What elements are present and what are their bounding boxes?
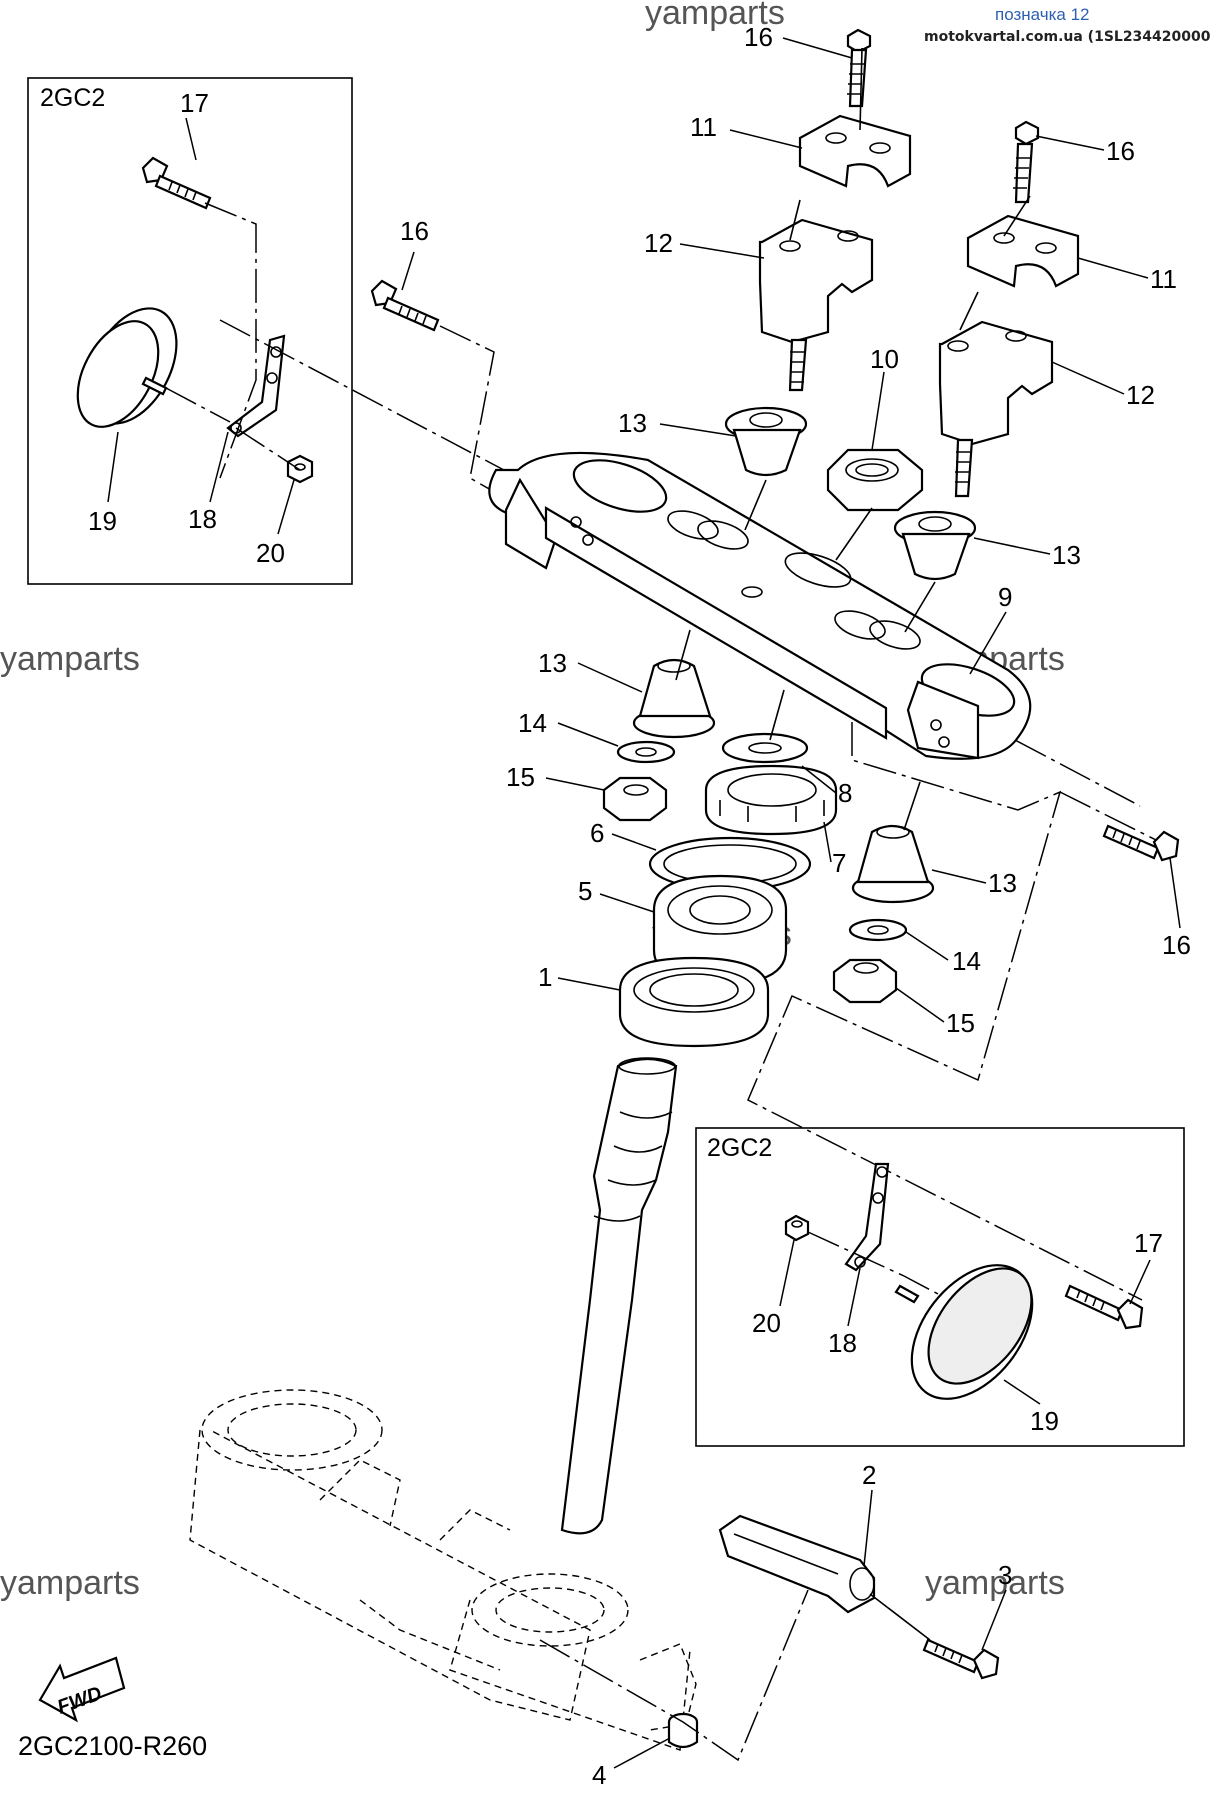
damper-13-upper-right bbox=[893, 510, 977, 581]
callout-17-top: 17 bbox=[180, 88, 209, 118]
callout-20-bottom: 20 bbox=[752, 1308, 781, 1338]
callout-6: 6 bbox=[590, 818, 604, 848]
steering-nut-10 bbox=[826, 448, 924, 512]
bolt-16-right bbox=[1102, 824, 1180, 862]
callout-labels: 16 11 12 16 11 12 10 13 13 9 13 14 15 8 … bbox=[88, 22, 1191, 1790]
callout-16-top: 16 bbox=[744, 22, 773, 52]
reflector-19-bottom bbox=[894, 1264, 1034, 1400]
lower-clamp-ghost bbox=[189, 1389, 697, 1751]
callout-2: 2 bbox=[862, 1460, 876, 1490]
nut-20-top bbox=[286, 454, 314, 484]
callout-13-lower-left: 13 bbox=[538, 648, 567, 678]
washer-14-left bbox=[616, 740, 676, 764]
callout-8: 8 bbox=[838, 778, 852, 808]
inset-code-top-left: 2GC2 bbox=[40, 84, 105, 112]
callout-7: 7 bbox=[832, 848, 846, 878]
washer-14-right bbox=[848, 918, 908, 942]
callout-19-bottom: 19 bbox=[1030, 1406, 1059, 1436]
callout-18-bottom: 18 bbox=[828, 1328, 857, 1358]
callout-3: 3 bbox=[998, 1560, 1012, 1590]
callout-16-left: 16 bbox=[400, 216, 429, 246]
callout-13-upper-right: 13 bbox=[1052, 540, 1081, 570]
inset-code-bottom-right: 2GC2 bbox=[707, 1134, 772, 1162]
callout-13-lower-right: 13 bbox=[988, 868, 1017, 898]
bearing-1 bbox=[618, 956, 770, 1048]
collar-4 bbox=[667, 1712, 699, 1749]
watermark-bottom-right: yamparts bbox=[925, 1564, 1065, 1602]
callout-17-bottom: 17 bbox=[1134, 1228, 1163, 1258]
nut-20-bottom bbox=[784, 1214, 810, 1242]
callout-11-right: 11 bbox=[1150, 264, 1177, 294]
damper-13-upper-left bbox=[724, 406, 808, 477]
inset-box-top-left bbox=[27, 77, 353, 585]
washer-8 bbox=[721, 732, 809, 764]
upper-clamp-9 bbox=[488, 451, 1032, 760]
header-source: motokvartal.com.ua (1SL234420000) bbox=[924, 29, 1210, 45]
ring-nut-7 bbox=[704, 764, 838, 836]
bolt-16-top bbox=[846, 28, 872, 108]
callout-9: 9 bbox=[998, 582, 1012, 612]
callout-19-top: 19 bbox=[88, 506, 117, 536]
callout-16-right-top: 16 bbox=[1106, 136, 1135, 166]
nut-15-left bbox=[602, 776, 668, 822]
callout-15-left: 15 bbox=[506, 762, 535, 792]
bolt-17-bottom bbox=[1064, 1284, 1144, 1330]
callout-14-left: 14 bbox=[518, 708, 547, 738]
holder-lower-12-right bbox=[938, 320, 1054, 498]
bolt-17-top bbox=[141, 156, 212, 210]
callout-12-right: 12 bbox=[1126, 380, 1155, 410]
callout-14-right: 14 bbox=[952, 946, 981, 976]
watermark-top: yamparts bbox=[645, 0, 785, 32]
cable-guide-2 bbox=[718, 1514, 876, 1614]
bolt-16-left bbox=[370, 279, 440, 332]
steering-stem bbox=[560, 1057, 678, 1535]
callout-20-top: 20 bbox=[256, 538, 285, 568]
holder-upper-11-left bbox=[798, 114, 912, 188]
bracket-18-bottom bbox=[844, 1162, 890, 1272]
callout-5: 5 bbox=[578, 876, 592, 906]
damper-13-lower-right bbox=[851, 824, 935, 904]
callout-1: 1 bbox=[538, 962, 552, 992]
nut-15-right bbox=[832, 958, 898, 1004]
callout-10: 10 bbox=[870, 344, 899, 374]
callout-18-top: 18 bbox=[188, 504, 217, 534]
callout-12-left: 12 bbox=[644, 228, 673, 258]
bolt-3 bbox=[922, 1638, 1000, 1680]
callout-11-left: 11 bbox=[690, 112, 717, 142]
watermark-left: yamparts bbox=[0, 640, 140, 678]
callout-13-upper-left: 13 bbox=[618, 408, 647, 438]
header-badge: позначка 12 bbox=[995, 5, 1090, 24]
watermark-bottom-left: yamparts bbox=[0, 1564, 140, 1602]
fwd-arrow-icon: FWD bbox=[38, 1656, 126, 1723]
leader-lines bbox=[107, 37, 1181, 1769]
callout-16-right: 16 bbox=[1162, 930, 1191, 960]
damper-13-lower-left bbox=[632, 658, 716, 739]
reflector-19-top bbox=[76, 307, 178, 428]
holder-lower-12-left bbox=[758, 218, 874, 392]
bolt-16-right-top bbox=[1013, 120, 1040, 204]
callout-4: 4 bbox=[592, 1760, 606, 1790]
callout-15-right: 15 bbox=[946, 1008, 975, 1038]
inset-box-bottom-right bbox=[695, 1127, 1185, 1447]
diagram-code: 2GC2100-R260 bbox=[18, 1731, 207, 1761]
holder-upper-11-right bbox=[966, 214, 1080, 288]
